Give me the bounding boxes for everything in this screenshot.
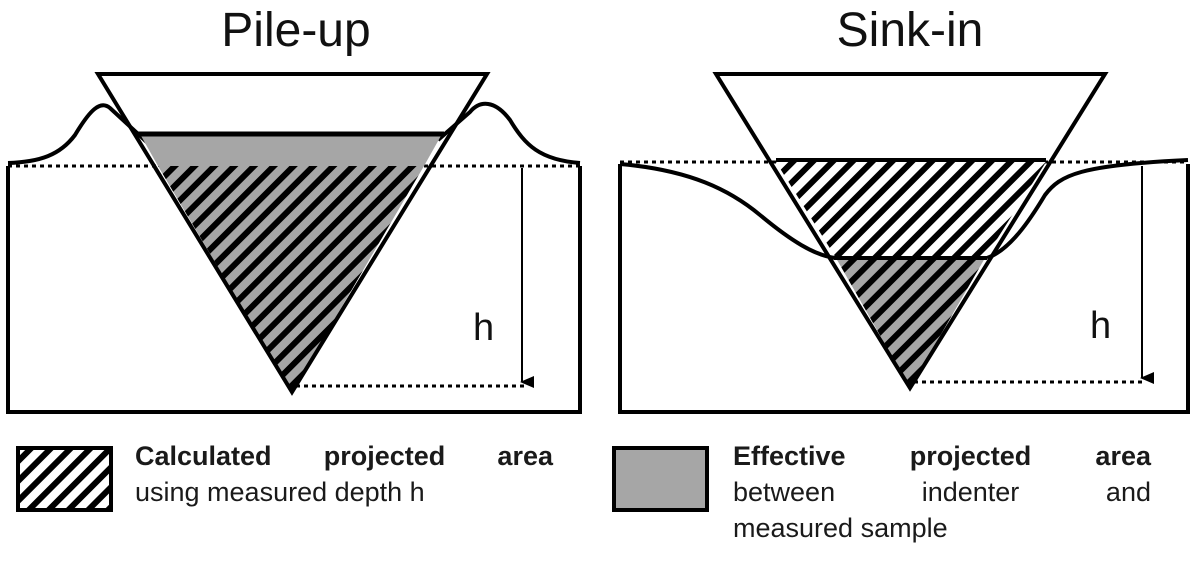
sink-in-calculated-area (776, 162, 1046, 258)
pile-up-calculated-area (158, 166, 424, 392)
pile-up-indenter (94, 72, 491, 396)
pile-up-effective-band (140, 134, 442, 166)
legend-effective-text: Effective projected area between indente… (733, 438, 1151, 546)
pile-up-depth-label: h (473, 307, 494, 349)
legend-effective-line2: between indenter and (733, 477, 1151, 507)
pile-up-sample-outline (6, 166, 582, 414)
legend-calculated-swatch (16, 446, 113, 512)
pile-up-title: Pile-up (221, 4, 370, 57)
sink-in-effective-area (836, 258, 985, 388)
sink-in-depth-label: h (1090, 305, 1111, 347)
sink-in-surface-profile (619, 158, 1189, 260)
legend-effective-line3: measured sample (733, 513, 948, 543)
legend-effective-swatch (612, 446, 709, 512)
legend-calculated-line1: Calculated projected area (135, 441, 553, 471)
sink-in-indenter (712, 72, 1109, 392)
legend-effective-line1: Effective projected area (733, 441, 1151, 471)
legend-calculated-text: Calculated projected area using measured… (135, 438, 553, 510)
sink-in-sample-outline (618, 164, 1190, 414)
sink-in-panel: Sink-in h (618, 4, 1190, 414)
legend-calculated-line2: using measured depth h (135, 477, 425, 507)
sink-in-title: Sink-in (837, 4, 984, 57)
pile-up-surface-profile (7, 101, 581, 165)
pile-up-panel: Pile-up h (6, 4, 582, 414)
